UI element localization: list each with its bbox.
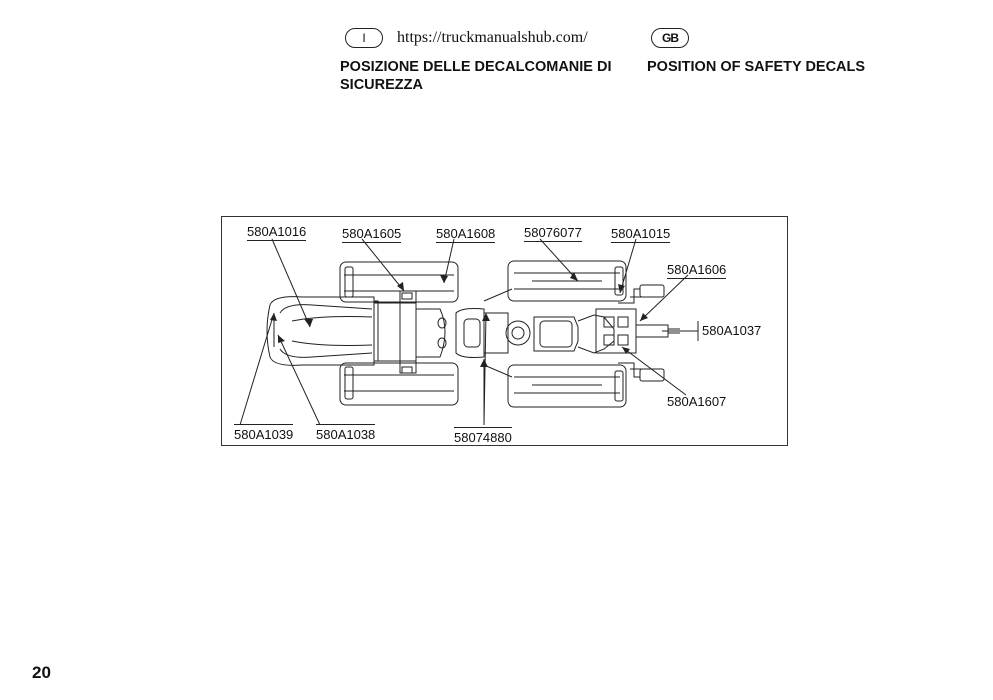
decal-label: 580A1606 [667,262,727,279]
decal-position-figure: 580A1016 580A1605 580A1608 58076077 580A… [221,216,788,446]
language-badge-italian: I [345,28,383,48]
page-number: 20 [32,663,51,682]
cab-drawing [455,288,615,378]
rear-wheels-drawing [507,260,627,408]
decal-label: 580A1607 [667,394,727,409]
decal-label: 580A1605 [342,226,402,243]
section-title-english: POSITION OF SAFETY DECALS [647,59,866,75]
arrow-heads [270,272,648,367]
language-badge-english: GB [651,28,689,48]
decal-label: 580A1016 [247,224,307,241]
decal-label: 58076077 [524,225,582,242]
front-axle-drawing [373,290,447,374]
decal-label: 580A1039 [234,424,294,442]
leader-lines [239,238,699,426]
decal-label: 580A1037 [702,323,762,338]
decal-label: 580A1038 [316,424,376,442]
decal-label: 580A1015 [611,226,671,243]
section-title-italian: POSIZIONE DELLE DECALCOMANIE DI SICUREZZ… [340,59,612,93]
tractor-top-view-drawing [239,238,699,426]
decal-label: 58074880 [454,427,512,445]
rear-hitch-drawing [595,284,680,382]
decal-label: 580A1608 [436,226,496,243]
front-wheels-drawing [339,261,459,406]
source-url[interactable]: https://truckmanualshub.com/ [397,29,588,46]
tractor-hood-drawing [266,296,379,366]
